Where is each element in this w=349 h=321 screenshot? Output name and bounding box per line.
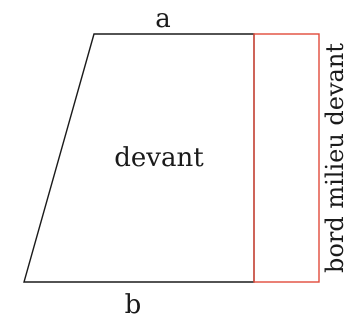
bord-milieu-devant-strip [253,33,320,283]
label-bord-milieu-devant: bord milieu devant [321,43,349,273]
label-b: b [125,290,142,320]
label-devant: devant [114,143,204,173]
label-a: a [155,4,171,34]
